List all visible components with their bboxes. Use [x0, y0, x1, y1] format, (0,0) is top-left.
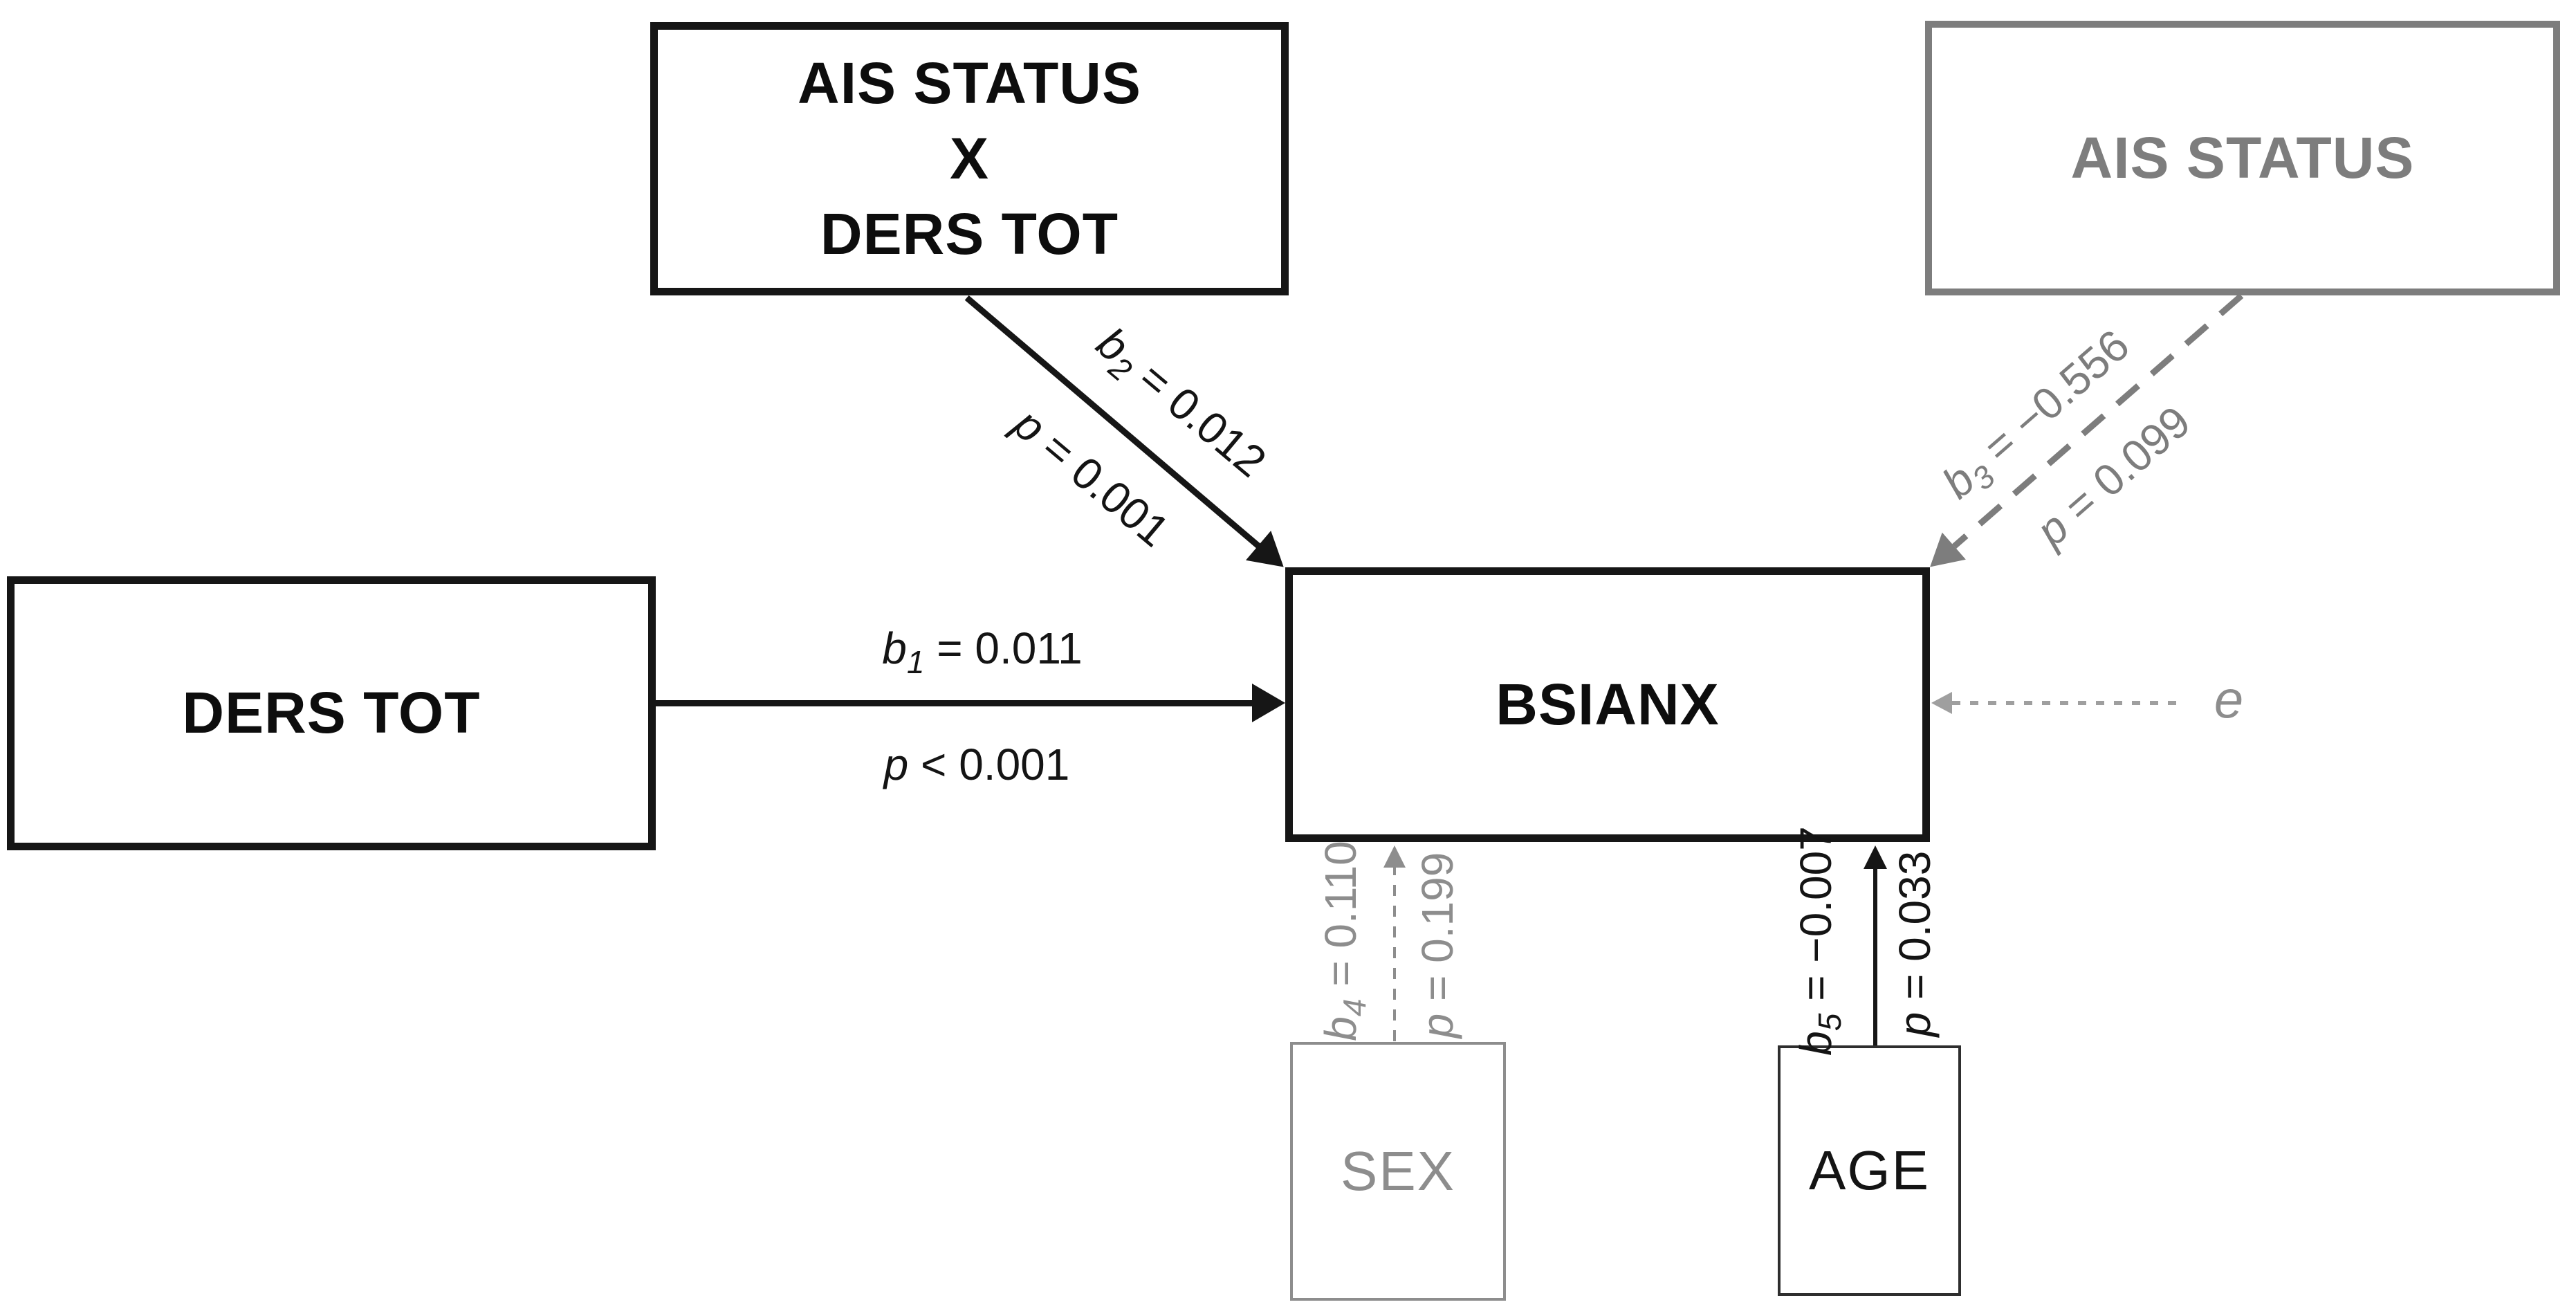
path-b5-coef-label: b5 = −0.007	[1790, 826, 1848, 1056]
interaction-line-3: DERS TOT	[820, 201, 1119, 267]
b1-coef-value: = 0.011	[924, 623, 1083, 674]
b4-p-value: = 0.199	[1413, 852, 1462, 1014]
path-b4-shaft	[1393, 866, 1396, 1041]
b5-coef-value: = −0.007	[1791, 826, 1841, 1014]
interaction-line-2: X	[949, 125, 990, 191]
node-bsianx-label: BSIANX	[1496, 671, 1720, 737]
node-age-box: AGE	[1778, 1045, 1961, 1296]
node-ders-tot-label: DERS TOT	[182, 680, 481, 746]
error-arrowhead-icon	[1931, 692, 1952, 714]
b4-coef-var: b	[1316, 1016, 1366, 1041]
path-b1-coef-label: b1 = 0.011	[882, 623, 1083, 681]
path-b5-p-label: p = 0.033	[1889, 851, 1940, 1037]
node-ais-status-label: AIS STATUS	[2070, 125, 2415, 190]
path-b5-shaft	[1873, 868, 1877, 1045]
node-ais-status-box: AIS STATUS	[1925, 21, 2560, 295]
b4-coef-sub: 4	[1336, 998, 1372, 1017]
path-error-shaft	[1952, 701, 2184, 705]
path-b4-coef-label: b4 = 0.110	[1315, 841, 1373, 1041]
b4-arrowhead-icon	[1383, 845, 1406, 868]
b5-arrowhead-icon	[1864, 845, 1887, 869]
b2-p-value: = 0.001	[1023, 414, 1179, 556]
error-term-label: e	[2214, 670, 2244, 730]
b5-coef-var: b	[1791, 1031, 1841, 1056]
b1-coef-var: b	[882, 623, 907, 674]
b5-p-value: = 0.033	[1890, 850, 1940, 1012]
path-b1-shaft	[656, 700, 1253, 706]
node-interaction-box: AIS STATUS X DERS TOT	[650, 22, 1289, 295]
b2-coef-value: = 0.012	[1120, 345, 1276, 487]
path-b1-p-label: p < 0.001	[884, 739, 1070, 790]
node-sex-box: SEX	[1290, 1042, 1506, 1301]
path-b2-p-label: p = 0.001	[1004, 398, 1179, 556]
b1-p-var: p	[883, 740, 909, 789]
interaction-line-1: AIS STATUS	[798, 50, 1141, 116]
node-age-label: AGE	[1809, 1139, 1930, 1201]
b1-p-value: < 0.001	[908, 740, 1070, 789]
node-interaction-label: AIS STATUS X DERS TOT	[798, 46, 1141, 273]
b5-p-var: p	[1890, 1012, 1940, 1037]
node-ders-tot-box: DERS TOT	[7, 576, 656, 850]
node-bsianx-box: BSIANX	[1285, 567, 1930, 842]
path-b4-p-label: p = 0.199	[1412, 852, 1463, 1038]
b1-coef-sub: 1	[906, 643, 925, 680]
b1-arrowhead-icon	[1252, 684, 1285, 722]
b5-coef-sub: 5	[1811, 1013, 1848, 1032]
node-sex-label: SEX	[1340, 1140, 1456, 1202]
b4-coef-value: = 0.110	[1316, 841, 1366, 999]
b4-p-var: p	[1413, 1013, 1462, 1038]
